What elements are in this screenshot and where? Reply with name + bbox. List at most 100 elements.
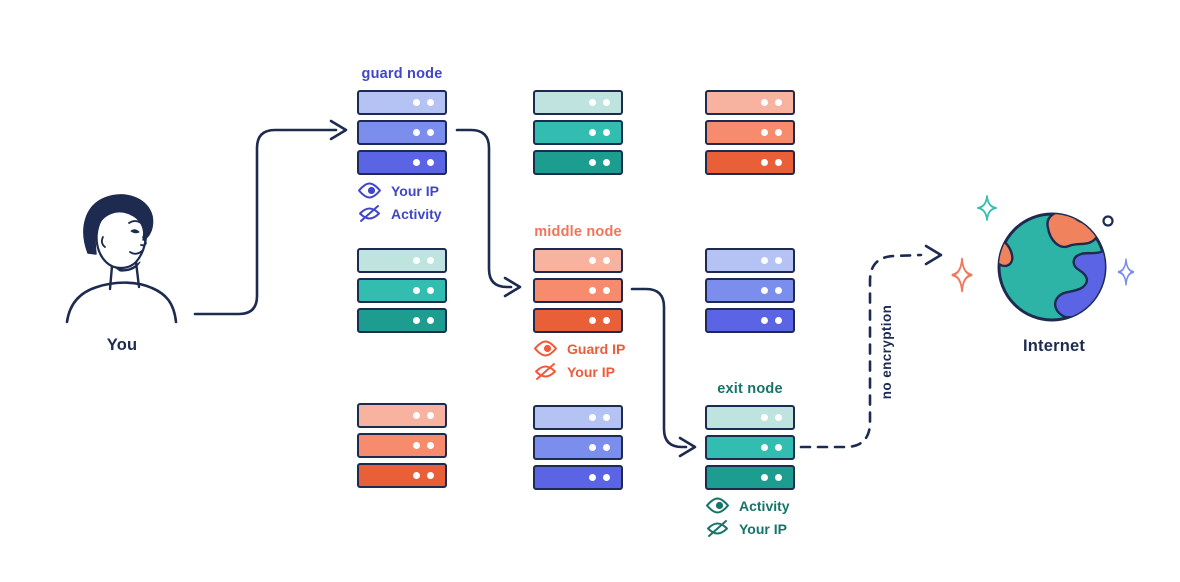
server-led xyxy=(603,257,610,264)
server-unit xyxy=(357,433,447,458)
server-unit xyxy=(533,278,623,303)
server-led xyxy=(589,287,596,294)
server-led xyxy=(427,99,434,106)
server-led xyxy=(427,317,434,324)
server-led xyxy=(413,472,420,479)
eye-open-icon xyxy=(706,497,729,514)
server-led xyxy=(761,257,768,264)
server-led xyxy=(761,159,768,166)
server-led xyxy=(775,129,782,136)
server-unit xyxy=(357,403,447,428)
server-led xyxy=(589,474,596,481)
server-led xyxy=(589,317,596,324)
server-unit xyxy=(533,150,623,175)
server-led xyxy=(427,257,434,264)
server-led xyxy=(603,444,610,451)
server-unit xyxy=(705,405,795,430)
server-unit xyxy=(357,278,447,303)
server-led xyxy=(589,414,596,421)
col3-blue-relay-server-stack xyxy=(705,248,795,338)
server-unit xyxy=(533,435,623,460)
server-unit xyxy=(705,248,795,273)
col3-orange-relay-server-stack xyxy=(705,90,795,180)
server-led xyxy=(413,129,420,136)
server-led xyxy=(413,442,420,449)
server-unit xyxy=(357,120,447,145)
server-unit xyxy=(357,308,447,333)
server-led xyxy=(589,444,596,451)
server-led xyxy=(589,257,596,264)
guard-node-annotation-eye-open: Your IP xyxy=(357,182,447,199)
col2-blue-relay-server-stack xyxy=(533,405,623,495)
guard-node-label: guard node xyxy=(361,66,443,82)
server-led xyxy=(413,99,420,106)
eye-crossed-icon xyxy=(707,520,728,537)
server-led xyxy=(427,287,434,294)
annotation-text: Activity xyxy=(391,205,442,222)
server-led xyxy=(413,317,420,324)
server-led xyxy=(761,444,768,451)
server-unit xyxy=(705,308,795,333)
server-led xyxy=(413,412,420,419)
annotation-text: Your IP xyxy=(391,182,439,199)
guard-node-annotation-eye-crossed: Activity xyxy=(357,204,447,223)
server-unit xyxy=(533,465,623,490)
server-led xyxy=(603,99,610,106)
server-led xyxy=(603,129,610,136)
server-led xyxy=(775,317,782,324)
server-led xyxy=(589,159,596,166)
server-led xyxy=(427,442,434,449)
server-unit xyxy=(357,463,447,488)
col1-orange-relay-server-stack xyxy=(357,403,447,493)
server-led xyxy=(427,129,434,136)
server-unit xyxy=(533,405,623,430)
server-led xyxy=(761,129,768,136)
middle-node-annotation-eye-crossed: Your IP xyxy=(533,362,623,381)
server-led xyxy=(775,159,782,166)
middle-node-annotations: Guard IP Your IP xyxy=(533,340,626,381)
eye-crossed-icon xyxy=(535,363,556,380)
server-unit xyxy=(533,120,623,145)
server-led xyxy=(775,99,782,106)
exit-node-label: exit node xyxy=(717,381,783,397)
eye-open-icon xyxy=(534,340,557,357)
annotation-text: Your IP xyxy=(567,363,615,380)
internet-label: Internet xyxy=(1022,337,1086,355)
guard-node-annotations: Your IP Activity xyxy=(357,182,447,223)
server-led xyxy=(761,317,768,324)
annotation-text: Your IP xyxy=(739,520,787,537)
middle-node-label: middle node xyxy=(534,224,622,240)
annotation-text: Guard IP xyxy=(567,340,626,357)
server-led xyxy=(775,257,782,264)
server-unit xyxy=(533,90,623,115)
annotation-text: Activity xyxy=(739,497,790,514)
server-unit xyxy=(705,465,795,490)
server-led xyxy=(427,412,434,419)
server-led xyxy=(761,474,768,481)
server-led xyxy=(603,317,610,324)
server-led xyxy=(775,287,782,294)
server-unit xyxy=(705,435,795,460)
server-led xyxy=(775,414,782,421)
exit-node-annotation-eye-open: Activity xyxy=(705,497,795,514)
server-unit xyxy=(357,248,447,273)
server-led xyxy=(761,414,768,421)
col2-teal-relay-server-stack xyxy=(533,90,623,180)
server-unit xyxy=(705,150,795,175)
middle-node-annotation-eye-open: Guard IP xyxy=(533,340,626,357)
server-led xyxy=(427,472,434,479)
server-led xyxy=(413,287,420,294)
server-led xyxy=(775,474,782,481)
server-led xyxy=(413,159,420,166)
server-led xyxy=(413,257,420,264)
server-unit xyxy=(705,90,795,115)
server-unit xyxy=(357,90,447,115)
server-led xyxy=(603,287,610,294)
server-led xyxy=(603,414,610,421)
you-label: You xyxy=(106,336,138,354)
server-unit xyxy=(533,248,623,273)
